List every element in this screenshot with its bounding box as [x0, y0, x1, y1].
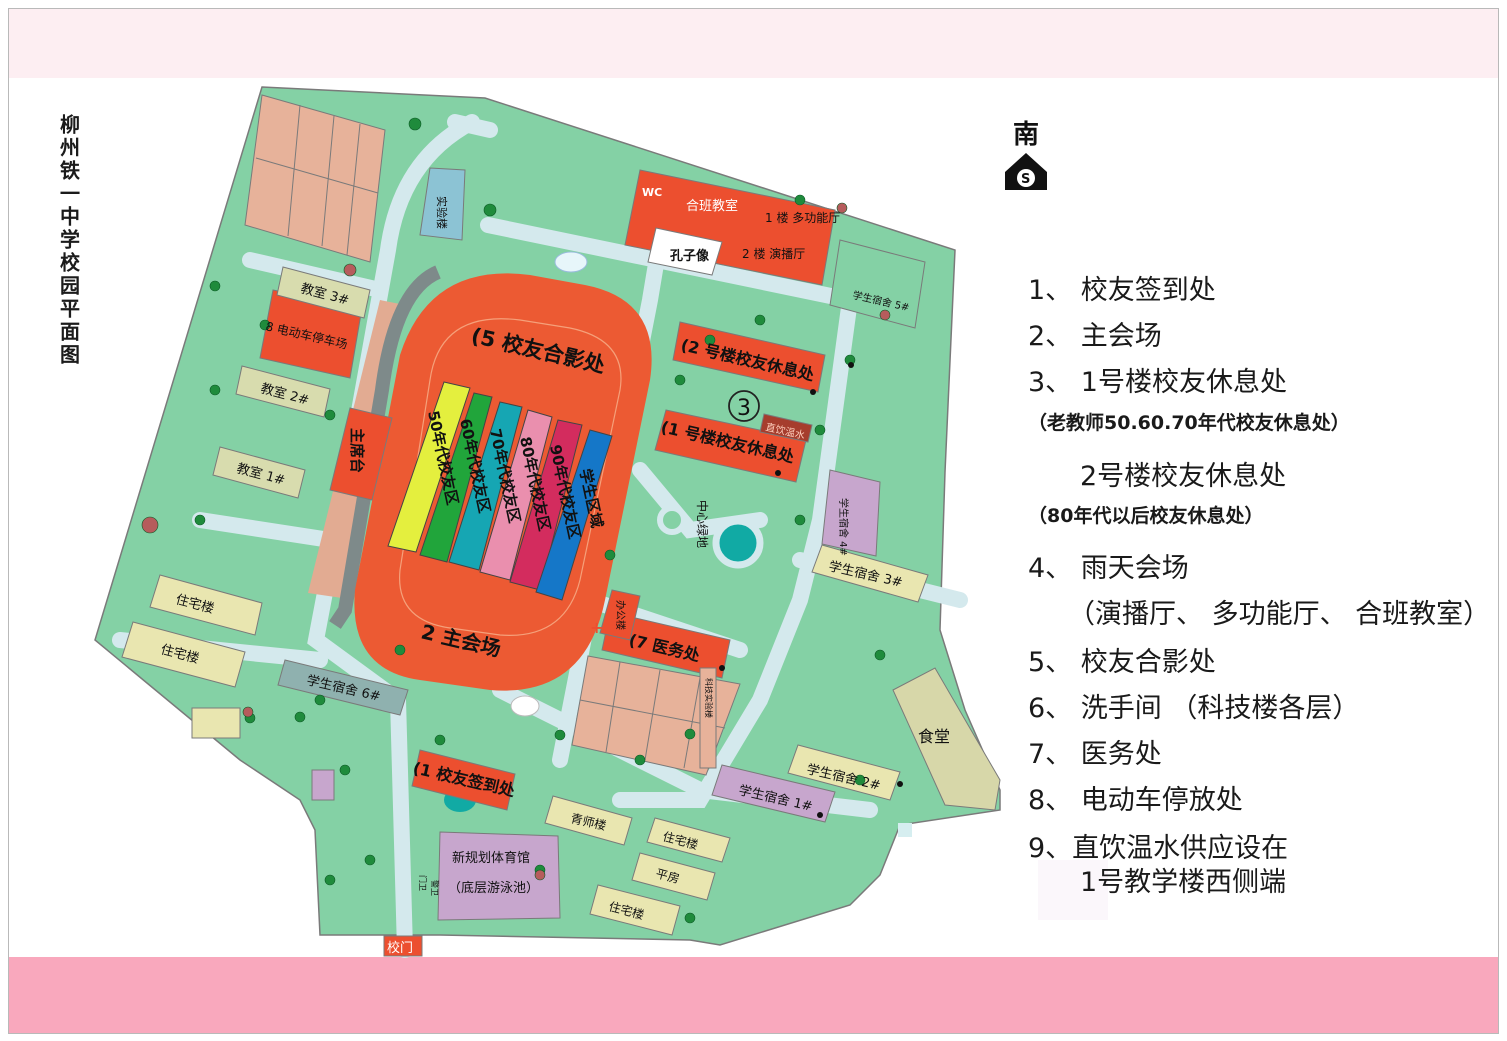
- water-box: [759, 413, 813, 443]
- label-wc: WC: [642, 186, 662, 199]
- compass-label: 南: [1012, 120, 1039, 150]
- pale-marker: [898, 823, 912, 837]
- label-canteen: 食堂: [918, 727, 950, 746]
- dorm3: [811, 544, 929, 603]
- gym: [437, 831, 561, 921]
- label-guard: 警卫: [430, 880, 440, 896]
- legend-item-9b: 1号教学楼西侧端: [1080, 867, 1287, 898]
- legend-item-3b-note: （80年代以后校友休息处）: [1028, 505, 1264, 527]
- pingfang: [631, 852, 716, 901]
- legend-item-5: 5、 校友合影处: [1028, 647, 1216, 678]
- legend-item-2: 2、 主会场: [1028, 321, 1162, 352]
- label-gatehouse: 门卫: [418, 875, 428, 891]
- label-center: 中心绿地: [695, 500, 710, 548]
- youth: [544, 795, 633, 846]
- legend-item-7: 7、 医务处: [1028, 739, 1162, 770]
- compass: 南 S: [983, 108, 1069, 212]
- dorm1: [711, 764, 836, 823]
- bottom-band: [8, 957, 1499, 1034]
- label-lab: 实验楼: [435, 196, 449, 229]
- checkin: [411, 749, 516, 811]
- label-zhuxitai: 主席台: [348, 428, 366, 473]
- lab: [419, 167, 466, 241]
- dorm5: [829, 239, 926, 329]
- stand-curve: [329, 265, 442, 629]
- trees: [141, 117, 891, 924]
- class3: [276, 266, 371, 319]
- class2: [235, 365, 331, 418]
- zhuzhai-c: [646, 817, 731, 863]
- bike-box: [191, 707, 241, 739]
- title-box: 柳州铁一中学校园平面图: [34, 100, 104, 430]
- roundabout: [657, 505, 687, 535]
- legend-item-4: 4、 雨天会场: [1028, 553, 1189, 584]
- zhuzhai-a: [149, 574, 263, 636]
- pale-block: [34, 818, 134, 918]
- office: [599, 589, 641, 641]
- main-stage: [329, 407, 393, 501]
- label-gym1: 新规划体育馆: [452, 850, 530, 866]
- legend-item-6: 6、 洗手间 （科技楼各层）: [1028, 693, 1360, 724]
- dorm4: [821, 469, 881, 557]
- legend-item-3-note: （老教师50.60.70年代校友休息处）: [1028, 412, 1350, 434]
- label-pingfang: 平房: [654, 865, 681, 886]
- label-heban: 合班教室: [686, 198, 738, 214]
- marker-3-circle: [728, 390, 760, 422]
- legend-item-4-note: （演播厅、 多功能厅、 合班教室）: [1068, 599, 1491, 630]
- compass-letter: S: [1021, 172, 1030, 187]
- dorm2: [787, 744, 901, 801]
- top-band: [8, 8, 1499, 78]
- sculpture: [510, 695, 540, 717]
- label-gym2: （底层游泳池）: [448, 880, 539, 896]
- label-marker-3: 3: [737, 396, 751, 421]
- canteen: [892, 667, 1001, 811]
- tech-box: [699, 667, 717, 769]
- label-duogong: 1 楼 多功能厅: [765, 210, 840, 225]
- block-wc: [624, 169, 836, 286]
- legend-item-9: 9、直饮温水供应设在: [1028, 833, 1289, 864]
- label-yanbo: 2 楼 演播厅: [742, 246, 805, 261]
- compass-icon: S: [1005, 153, 1047, 190]
- pale-block-2: [1038, 860, 1108, 920]
- label-office: 办公楼: [614, 600, 627, 630]
- sports-courts: [244, 94, 386, 263]
- legend-item-3: 3、 1号楼校友休息处: [1028, 367, 1287, 398]
- dorm6: [277, 659, 409, 716]
- clinic: [601, 611, 731, 679]
- fountain-circle: [712, 517, 764, 569]
- gate-box: [383, 935, 423, 957]
- pond-1: [554, 251, 588, 273]
- first-aid-cross: +: [590, 618, 603, 637]
- label-dorm4: 学生宿舍 4#: [837, 498, 850, 556]
- small-box: [311, 769, 335, 801]
- alumni-zone-stripes: [387, 381, 613, 601]
- map-title: 柳州铁一中学校园平面图: [56, 114, 81, 367]
- class1: [212, 446, 306, 499]
- building-1: [654, 409, 807, 483]
- legend-item-1: 1、 校友签到处: [1028, 275, 1216, 306]
- zhuzhai-d: [589, 884, 681, 936]
- label-confucius: 孔子像: [670, 248, 710, 264]
- legend-item-8: 8、 电动车停放处: [1028, 785, 1243, 816]
- plaza-red: [571, 655, 741, 776]
- entrance-dots: [719, 362, 903, 818]
- confucius-plot: [647, 227, 723, 276]
- label-gate: 校门: [387, 940, 413, 956]
- zhuzhai-b: [121, 621, 246, 688]
- label-tech: 科技实验楼: [704, 678, 714, 718]
- legend-item-3b: 2号楼校友休息处: [1080, 461, 1287, 492]
